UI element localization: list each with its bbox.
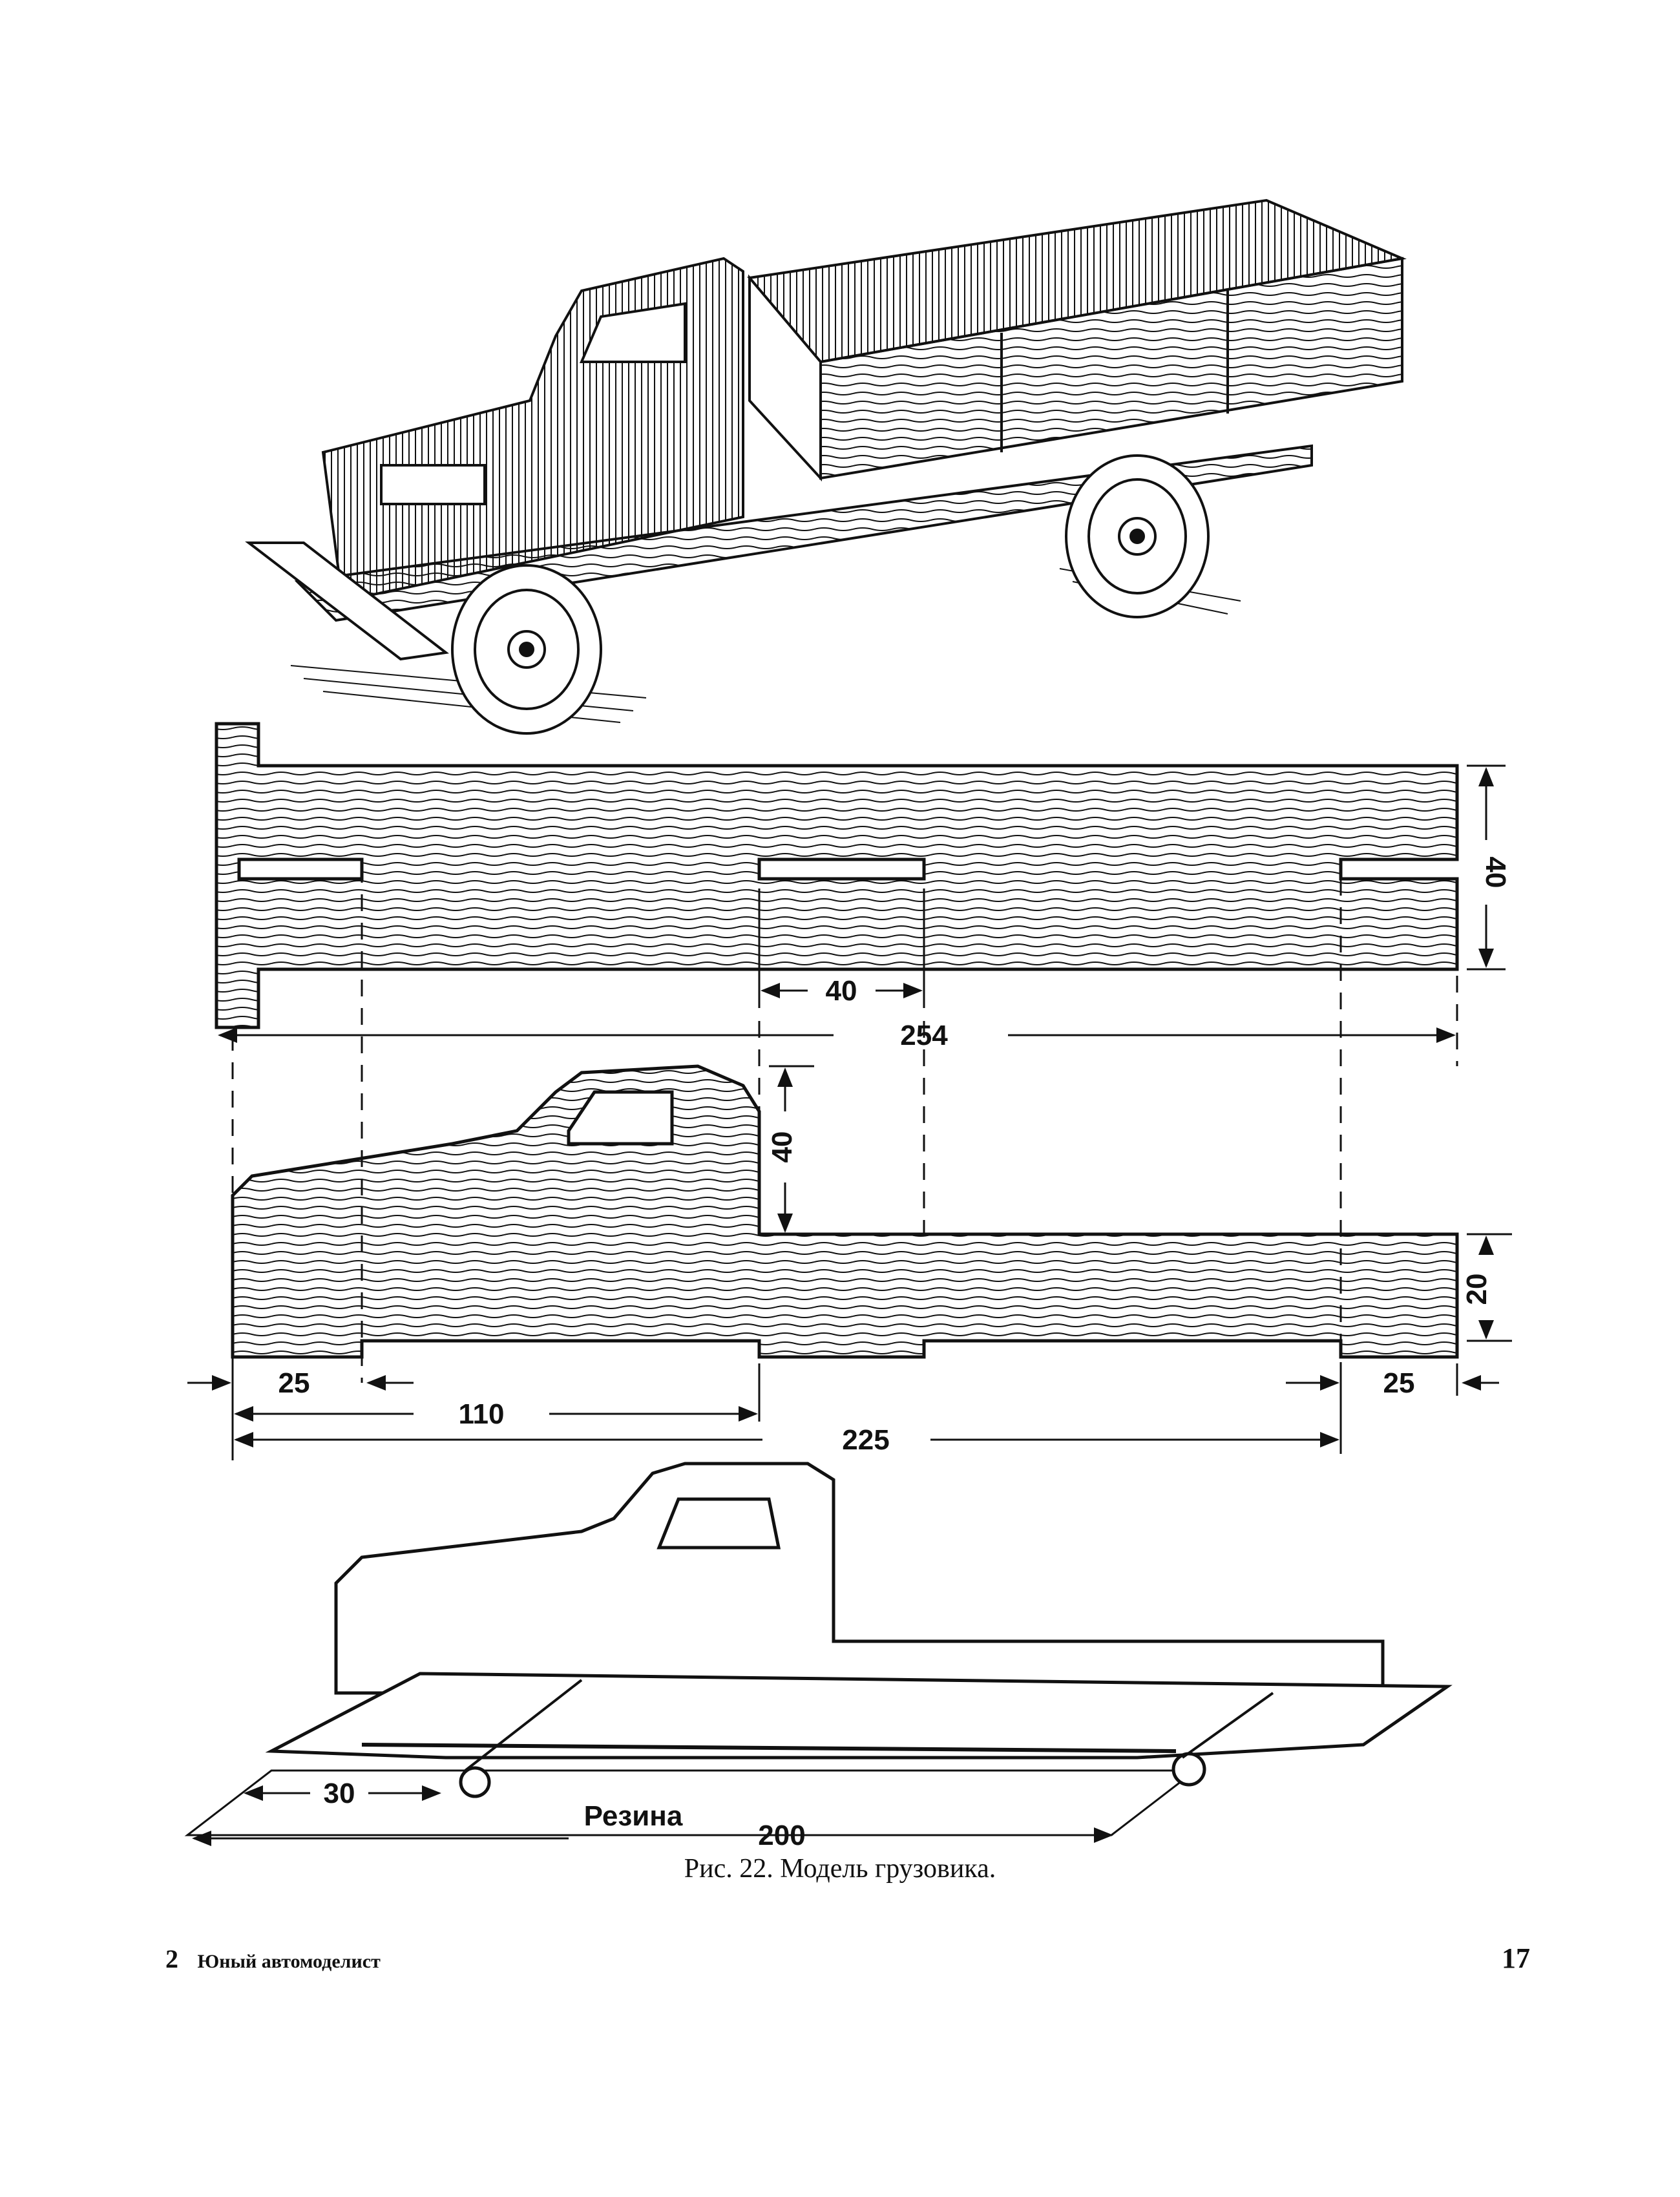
page-footer-left: 2 Юный автомоделист <box>165 1944 381 1974</box>
rear-wheel <box>1065 454 1210 618</box>
slot-left <box>237 857 364 881</box>
body-cab-window <box>567 1090 674 1146</box>
page-number: 17 <box>1502 1942 1530 1974</box>
dim-plank-width: 40 <box>1480 857 1511 888</box>
dim-rear-overhang: 25 <box>1383 1367 1415 1399</box>
assembly-drawing <box>184 1462 1453 1846</box>
truck-bed-front <box>748 274 822 482</box>
dim-wheelbase-front: 110 <box>459 1398 505 1430</box>
dim-front-overhang: 25 <box>278 1367 310 1399</box>
dim-rubber-length: 200 <box>758 1820 805 1851</box>
chassis-plank-drawing <box>215 722 1506 1043</box>
truck-perspective-illustration <box>245 198 1407 735</box>
front-wheel <box>451 564 602 735</box>
assembly-body <box>334 1462 1385 1695</box>
front-axle-wheel <box>459 1766 491 1798</box>
slot-middle <box>757 857 926 881</box>
dim-slot-width: 40 <box>826 975 857 1007</box>
dim-rubber-anchor: 30 <box>324 1778 355 1809</box>
dim-cab-height: 40 <box>766 1131 798 1163</box>
cab-window <box>579 302 686 363</box>
signature-number: 2 <box>165 1944 178 1973</box>
hood-vent <box>380 464 486 505</box>
dim-body-height: 20 <box>1461 1274 1493 1305</box>
body-profile-outline <box>231 1064 1459 1359</box>
body-profile-drawing <box>187 1064 1512 1460</box>
figure-caption: Рис. 22. Модель грузовика. <box>684 1854 996 1884</box>
book-title: Юный автомоделист <box>197 1951 381 1972</box>
rear-axle-wheel <box>1171 1752 1206 1787</box>
assembly-cab-window <box>656 1497 781 1550</box>
front-bumper <box>245 541 449 661</box>
rubber-label: Резина <box>584 1800 683 1832</box>
assembly-chassis <box>265 1672 1453 1760</box>
dim-body-length: 225 <box>842 1424 889 1456</box>
